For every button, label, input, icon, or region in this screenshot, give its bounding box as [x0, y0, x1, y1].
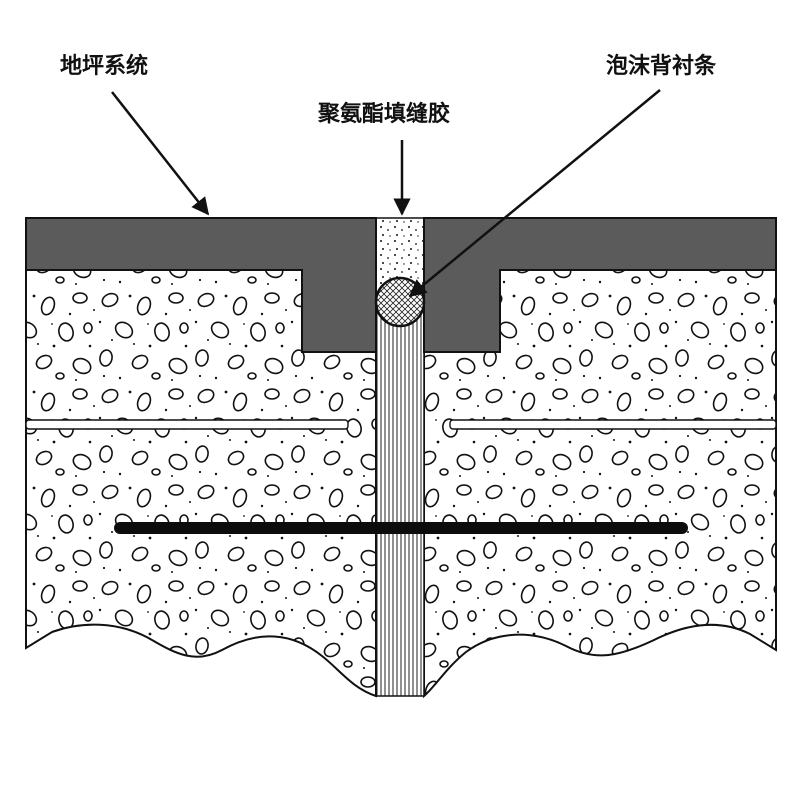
left-floor-coating [25, 217, 377, 353]
right-floor-coating [423, 217, 777, 353]
foam-backer-rod-label: 泡沫背衬条 [606, 54, 717, 79]
joint-filler [375, 305, 425, 697]
floor-system-arrow [111, 91, 210, 216]
polyurethane-sealant-label: 聚氨酯填缝胶 [318, 102, 451, 127]
foam-backer-rod [374, 276, 426, 328]
left-reinforcement-plate [25, 419, 349, 430]
left-concrete-slab [25, 259, 377, 698]
foam-backer-arrow [408, 89, 661, 298]
right-concrete-slab [423, 259, 777, 699]
floor-system-label: 地坪系统 [60, 54, 149, 79]
right-reinforcement-plate [449, 419, 777, 430]
